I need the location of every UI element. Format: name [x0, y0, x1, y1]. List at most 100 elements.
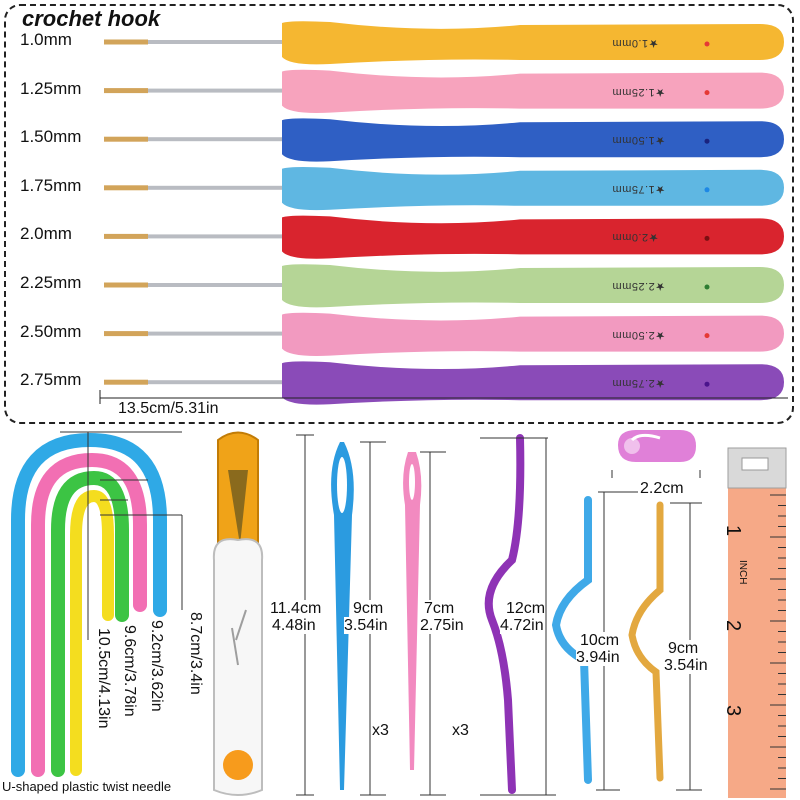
scissors-in: 4.48in: [272, 617, 316, 634]
blue-cable-cm: 10cm: [580, 632, 620, 649]
thread-scissors: [212, 431, 314, 796]
hook-handle: [282, 264, 784, 308]
hook-size-label: 1.50mm: [20, 127, 82, 147]
hook-size-label: 1.0mm: [20, 30, 72, 49]
tape-inch-label: INCH: [737, 560, 748, 585]
hook-handle-dot: [704, 235, 710, 241]
crochet-hook: [104, 215, 784, 259]
tape-number-1: 1: [722, 525, 744, 537]
hook-handle-marking: ★2.50mm: [612, 328, 666, 341]
hook-shaft: [104, 137, 284, 142]
hook-shaft: [104, 40, 284, 44]
gold-cable-in: 3.54in: [664, 657, 708, 674]
blue-needle-body: [331, 442, 354, 790]
twist-size-2: 9.6cm/3.78in: [121, 625, 138, 717]
tape-measure: [727, 447, 787, 798]
hook-handle-marking: ★1.50mm: [612, 134, 666, 147]
scissors-crease: [231, 609, 247, 666]
blue-cable-in: 3.94in: [576, 649, 620, 666]
pink-needle-cm: 7cm: [424, 600, 455, 617]
scissors-orange-dot: [223, 750, 253, 780]
purple-cable-body: [484, 434, 525, 794]
pink-needle-in: 2.75in: [420, 617, 464, 634]
hook-size-label: 1.25mm: [20, 78, 82, 98]
hook-size-label: 2.25mm: [20, 273, 82, 292]
hook-tip: [104, 331, 148, 337]
hook-tip: [104, 233, 148, 239]
crochet-hook: [104, 167, 784, 211]
u-needle-pink: [31, 452, 147, 777]
crochet-hook: [104, 264, 784, 308]
hook-handle: [282, 21, 784, 65]
crochet-hook: [104, 21, 784, 65]
stitch-marker-size: 2.2cm: [640, 480, 684, 497]
blue-needle-cm: 9cm: [353, 600, 384, 617]
crochet-hook: [104, 69, 784, 113]
hook-handle-marking: ★1.25mm: [612, 85, 666, 98]
hook-handle: [282, 69, 784, 113]
pink-needle-qty: x3: [452, 722, 469, 739]
hook-handle-dot: [704, 138, 710, 144]
hook-shaft: [104, 88, 284, 93]
hook-tip: [104, 282, 148, 288]
blue-needle-qty: x3: [372, 722, 389, 739]
hook-handle: [282, 215, 784, 259]
hook-handle-marking: ★2.0mm: [612, 231, 659, 244]
purple-cable-cm: 12cm: [506, 600, 546, 617]
hook-handle: [282, 312, 784, 356]
hook-size-label: 2.50mm: [20, 321, 82, 341]
gold-cable-body: [628, 501, 664, 782]
hook-size-label: 1.75mm: [20, 175, 82, 195]
crochet-hook-title: crochet hook: [22, 6, 161, 31]
scissors-blade: [228, 470, 248, 545]
hook-handle-dot: [704, 187, 710, 193]
blue-cable-body: [551, 496, 592, 784]
crochet-hook: [104, 312, 784, 356]
u-needle-green: [51, 470, 129, 777]
crochet-hook: [104, 118, 784, 162]
crochet-hook-frame: [4, 4, 794, 424]
hook-tip: [104, 379, 148, 385]
hook-handle-dot: [704, 381, 710, 387]
tape-body: [728, 448, 786, 798]
crochet-hooks: [104, 21, 784, 405]
hook-handle: [282, 167, 784, 211]
hook-tip: [104, 185, 148, 191]
hook-shaft: [104, 234, 284, 239]
hook-tip: [104, 136, 148, 142]
hook-shaft: [104, 331, 284, 336]
blue-needle-eye: [337, 457, 347, 513]
hook-size-label: 2.0mm: [20, 224, 72, 244]
twist-size-4: 8.7cm/3.4in: [187, 612, 204, 695]
hook-tip: [104, 88, 148, 94]
stitch-marker: [611, 430, 701, 478]
tape-number-3: 3: [722, 705, 744, 717]
hook-size-label: 2.75mm: [20, 370, 82, 390]
scissors-cm: 11.4cm: [270, 600, 322, 617]
hook-tip: [104, 39, 148, 45]
twist-size-1: 10.5cm/4.13in: [95, 628, 112, 729]
purple-cable-in: 4.72in: [500, 617, 544, 634]
hook-handle-marking: ★2.25mm: [612, 280, 666, 292]
hook-handle-dot: [704, 284, 710, 290]
hook-handle-marking: ★1.0mm: [612, 37, 659, 49]
hook-handle-dot: [704, 41, 710, 47]
u-needle-blue: [11, 432, 167, 777]
u-twist-needles: [11, 431, 183, 777]
purple-cable-needle: [480, 434, 556, 796]
hook-handle-marking: ★1.75mm: [612, 182, 666, 195]
pink-needle-body: [403, 452, 422, 770]
hook-handle-dot: [704, 333, 710, 339]
twist-size-3: 9.2cm/3.62in: [148, 620, 165, 712]
tape-ticks: [770, 494, 786, 790]
hook-handle-marking: ★2.75mm: [612, 377, 666, 390]
tape-number-2: 2: [722, 620, 744, 632]
hook-shaft: [104, 380, 284, 385]
pink-needle-eye: [409, 464, 415, 500]
hook-shaft: [104, 283, 284, 287]
gold-cable-cm: 9cm: [668, 640, 699, 657]
u-needle-yellow: [70, 489, 114, 776]
tape-tip-slot: [741, 457, 769, 471]
blue-needle-in: 3.54in: [344, 617, 388, 634]
